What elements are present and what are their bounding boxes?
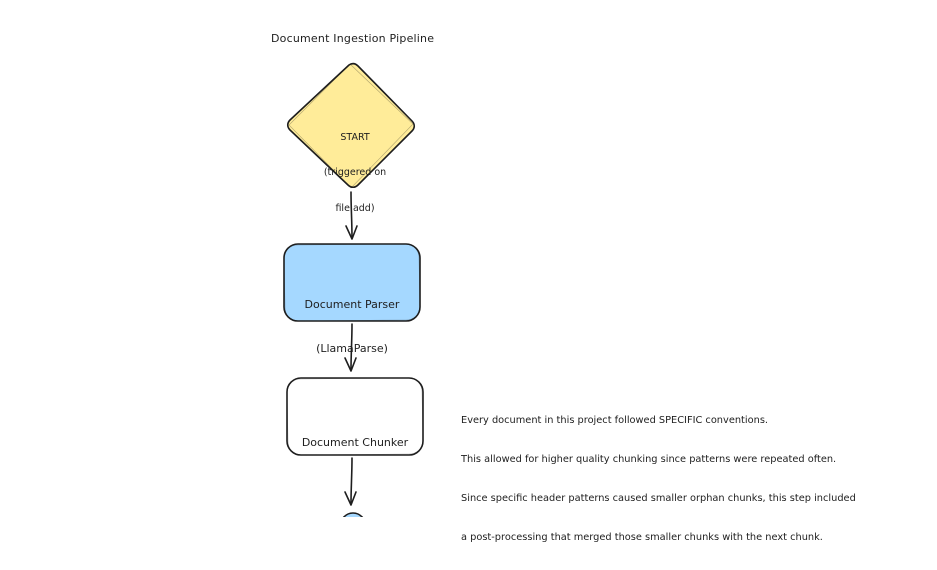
edge-chunker-to-next (344, 457, 357, 506)
parser-node-label-line: (LlamaParse) (316, 342, 388, 356)
chunker-annotation-note: Every document in this project followed … (461, 388, 856, 570)
edge-parser-to-chunker (344, 323, 357, 372)
diagram-svg (283, 62, 424, 517)
chunker-node-label: Document Chunker (287, 408, 423, 477)
start-node-label-line: file add) (335, 203, 375, 214)
parser-node-label-line: Document Parser (304, 297, 400, 311)
start-node-label-line: START (340, 131, 370, 143)
start-node-shape-sketch (288, 63, 414, 189)
note-line: Every document in this project followed … (461, 415, 769, 427)
note-line: This allowed for higher quality chunking… (461, 454, 837, 466)
chunker-node-label-line: Document Chunker (301, 435, 409, 449)
next-node-shape[interactable] (340, 512, 366, 517)
start-node-shape[interactable] (286, 62, 416, 189)
note-line: Since specific header patterns caused sm… (461, 493, 856, 505)
start-node-label: START (triggered on file add) (290, 108, 420, 239)
parser-node-label: Document Parser (LlamaParse) (284, 268, 420, 387)
chunker-node-sketch (286, 377, 424, 456)
start-node-label-line: (triggered on (323, 167, 387, 179)
parser-node-sketch (283, 243, 421, 322)
note-line: a post-processing that merged those smal… (461, 532, 823, 544)
parser-node-shape[interactable] (283, 243, 421, 322)
diagram-title: Document Ingestion Pipeline (271, 32, 435, 45)
chunker-node-shape[interactable] (286, 377, 424, 456)
edge-start-to-parser (345, 191, 358, 240)
